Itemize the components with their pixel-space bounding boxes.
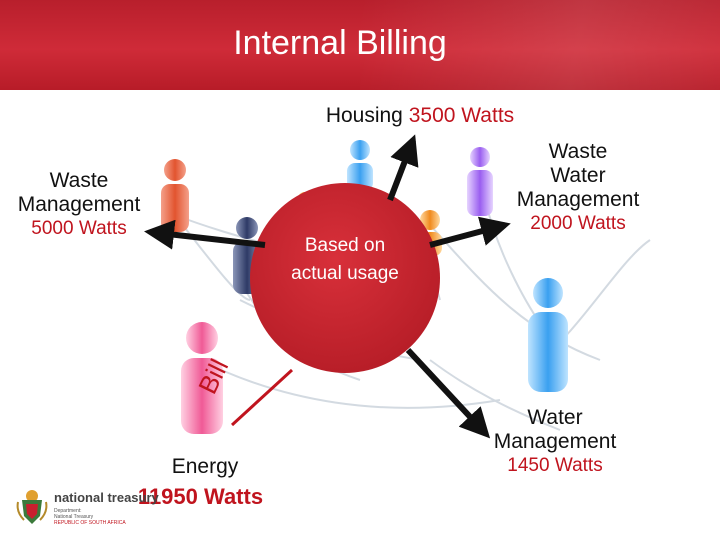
waste-water-management-label: Waste Water Management 2000 Watts — [500, 140, 656, 236]
waste-management-label: Waste Management 5000 Watts — [6, 169, 152, 241]
logo-name: national treasury — [54, 490, 159, 505]
logo-subtext: Department: National Treasury REPUBLIC O… — [54, 508, 126, 526]
arrow-to-waste-water — [429, 216, 511, 248]
title-bar: Internal Billing — [0, 0, 720, 90]
arrow-to-housing — [387, 134, 419, 202]
waste-water-line-3: Management — [516, 188, 640, 211]
coat-of-arms-logo — [16, 490, 48, 524]
page-title: Internal Billing — [233, 24, 447, 62]
waste-water-line-2: Water — [550, 164, 606, 187]
waste-line-1: Waste — [49, 169, 109, 192]
waste-value: 5000 Watts — [31, 218, 127, 239]
coat-of-arms-icon — [16, 490, 48, 524]
logo-line-2: National Treasury — [54, 514, 94, 520]
arrow-to-waste — [144, 219, 266, 250]
logo-brand: national treasury — [54, 490, 159, 505]
housing-name: Housing — [325, 104, 403, 127]
water-management-label: Water Management 1450 Watts — [480, 406, 630, 478]
title-bar-sheen — [360, 0, 720, 90]
person-icon-blue-large — [528, 278, 568, 392]
person-icon-pink — [181, 322, 223, 434]
waste-line-2: Management — [17, 193, 141, 216]
water-value: 1450 Watts — [507, 455, 603, 476]
person-icon-red — [161, 159, 189, 232]
energy-label: Energy — [171, 455, 239, 478]
water-line-1: Water — [527, 406, 583, 429]
arrows — [144, 134, 511, 439]
arrow-to-water — [405, 347, 491, 439]
waste-water-line-1: Waste — [548, 140, 608, 163]
housing-value: 3500 Watts — [408, 104, 515, 127]
logo-line-3: REPUBLIC OF SOUTH AFRICA — [54, 520, 126, 526]
logo-line-1: Department: — [54, 508, 82, 514]
water-line-2: Management — [493, 430, 617, 453]
center-circle — [250, 183, 440, 373]
energy-value: 11950 Watts — [137, 484, 264, 509]
housing-label: Housing 3500 Watts — [300, 104, 540, 128]
center-text: Based on actual usage — [291, 235, 399, 284]
person-icon-purple — [467, 147, 493, 216]
waste-water-value: 2000 Watts — [530, 213, 626, 234]
bill-arrow-line — [230, 368, 294, 427]
